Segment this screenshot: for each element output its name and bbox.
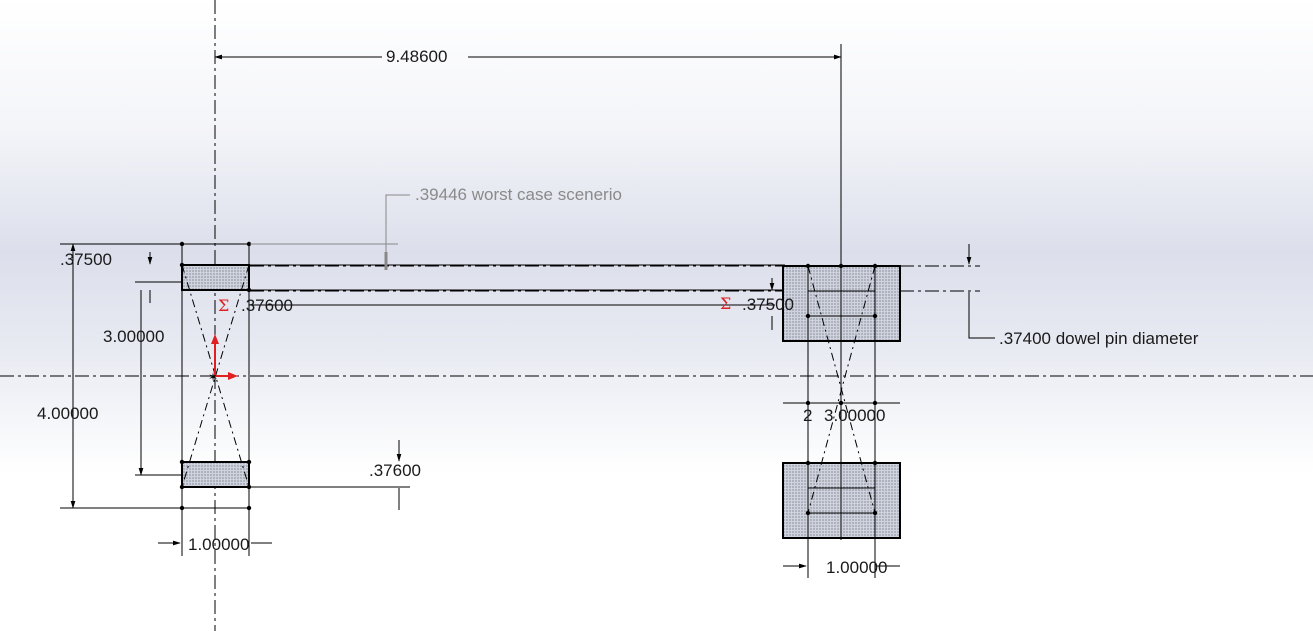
dim-dowel-note[interactable]: .37400 dowel pin diameter xyxy=(999,329,1199,348)
worst-case-leader[interactable] xyxy=(250,194,410,270)
width-dimensions[interactable] xyxy=(158,510,900,578)
dim-right-span[interactable]: 3.00000 xyxy=(824,406,886,425)
dim-right-width[interactable]: 1.00000 xyxy=(826,558,888,577)
dim-left-slot-width[interactable]: .37600 xyxy=(241,296,293,315)
dim-right-count[interactable]: 2 xyxy=(803,406,813,425)
sigma-icon-right: Σ xyxy=(720,294,732,313)
left-dimensions[interactable] xyxy=(60,243,410,510)
sigma-icon-left: Σ xyxy=(218,296,230,315)
dim-horizontal-top[interactable]: 9.48600 xyxy=(386,47,448,66)
dim-left-inner-span[interactable]: 3.00000 xyxy=(103,327,165,346)
dim-right-slot[interactable]: .37500 xyxy=(742,295,794,314)
dim-left-top-gap[interactable]: .37500 xyxy=(60,250,112,269)
origin-indicator: ✶ xyxy=(208,334,238,384)
right-dimensions[interactable] xyxy=(769,244,995,339)
dim-left-bottom-slot[interactable]: .37600 xyxy=(369,461,421,480)
svg-text:✶: ✶ xyxy=(208,370,218,384)
dim-left-outer-span[interactable]: 4.00000 xyxy=(37,404,99,423)
right-feature[interactable] xyxy=(782,44,901,540)
dim-worst-case-note[interactable]: .39446 worst case scenerio xyxy=(415,185,622,204)
dim-left-width[interactable]: 1.00000 xyxy=(188,535,250,554)
